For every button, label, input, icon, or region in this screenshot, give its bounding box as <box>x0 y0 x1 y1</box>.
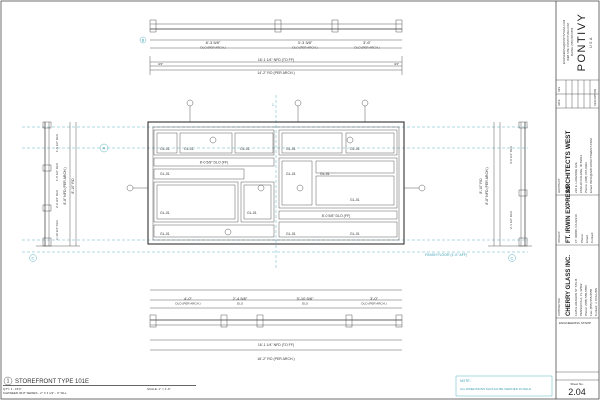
grid-top-mark: 1 <box>272 103 274 107</box>
top-overall-ro: 14'-2" RO (PER ARCH.) <box>257 71 294 75</box>
glass-tag: GL-01 <box>160 147 170 151</box>
top-plan-view: B 8'-3 5/8" DLO (PER ARCH.) 3'-3 3/8" DL… <box>139 19 403 75</box>
detail-scale: SCALE: 1" = 1'-0" <box>147 387 171 391</box>
top-dim-b: 3'-3 3/8" <box>298 40 313 45</box>
sheet-number: 2.04 <box>568 387 586 397</box>
contractor-address-2: PENSACOLA, FL 32502 <box>579 283 583 316</box>
top-overall-nfd: 16'-1 1/4" NFD (TO FF) <box>258 58 294 62</box>
note-label: NOTE: <box>460 379 471 383</box>
left-height-3: 2'-0 3/4" DLO <box>55 189 59 208</box>
right-height-1: 4'-0 1/4" DLO <box>509 145 513 164</box>
right-overall-ro: 8'-10" RO <box>479 178 483 193</box>
center-dlo-dim: 8'-0 5/8" DLO (FF) <box>200 161 229 165</box>
company-web: WEB SITE: PONTIVYUSA.COM <box>566 23 570 60</box>
project-name: FT. IRWIN EXPRESS <box>566 185 572 243</box>
left-section-view: 1'-5 1/2" DLO 1'-5 1/2" DLO 2'-0 3/4" DL… <box>36 121 80 247</box>
top-end-left: 3/4" <box>158 62 163 66</box>
project-email-label: Email: <box>585 234 589 243</box>
top-dim-b-note: DLO (PER ARCH.) <box>292 46 317 50</box>
bottom-dim-d: 3'-0" <box>370 296 379 301</box>
grid-bubble-a: A <box>103 146 106 151</box>
glass-tag: GL-01 <box>320 172 330 176</box>
bottom-dim-b: 2'-4 5/8" <box>233 296 248 301</box>
detail-title: 1 STOREFRONT TYPE 101E QTY: 1 - 15'4" KA… <box>3 376 196 395</box>
glass-tag: GL-01 <box>160 211 170 215</box>
right-overall-nfd: 8'-8" NFD (PER ARCH.) <box>485 167 489 204</box>
title-block: PONTIVY USA ENGINEERING@PONTIVYUSA.COM W… <box>556 13 599 397</box>
glass-tag: GL-01 <box>350 198 360 202</box>
top-dim-c-note: DLO (PER ARCH.) <box>354 46 379 50</box>
company-email: ENGINEERING@PONTIVYUSA.COM <box>562 20 566 64</box>
note-box: NOTE: ALL DIMENSIONS SHOULD BE VERIFIED … <box>455 375 553 397</box>
left-height-2: 1'-5 1/2" DLO <box>55 162 59 181</box>
finish-floor-label: FINISH FLOOR (1'-0" AFF) <box>425 253 467 257</box>
architect-address-1: 210 E. LAKESIDE AVE. <box>574 161 578 193</box>
glass-tag: GL-01 <box>350 232 360 236</box>
detail-series: KAWNEER 451T SERIES - 2" X 4 1/2" - 3" S… <box>3 391 67 395</box>
detail-qty: QTY: 1 - 15'4" <box>3 387 22 391</box>
left-height-1: 1'-5 1/2" DLO <box>55 133 59 152</box>
top-end-right: 3/4" <box>394 62 399 66</box>
engineering-stamp-label: ENGINEERING STAMP <box>559 321 591 325</box>
bottom-dim-a-note: DLO (PER ARCH.) <box>175 302 200 306</box>
bottom-dim-b-note: DLO <box>237 302 244 306</box>
contractor-fax: Fax: (555) 555-5555 <box>589 288 593 316</box>
glass-tag: GL-01 <box>286 147 296 151</box>
architect-email: Email: INFO@ARCHITECTSWEST.COM <box>589 138 593 193</box>
glass-tag: GL-01 <box>286 232 296 236</box>
date-header: DATE <box>558 99 561 106</box>
contractor-contact: Contact: J. COLLINS <box>594 288 598 316</box>
project-contact-label: Contact: <box>590 232 594 243</box>
bottom-dim-a: 4'-0" <box>184 296 193 301</box>
glass-tag: GL-01 <box>160 172 170 176</box>
architect-label: ARCHITECT: <box>558 178 561 193</box>
company-logo: PONTIVY <box>576 13 588 72</box>
bottom-dim-d-note: DLO (PER ARCH.) <box>361 302 386 306</box>
company-phone: PHONE: (555) 555-5555 <box>570 27 574 56</box>
grid-bubble-c-right: C <box>511 256 514 261</box>
contractor-label: CONTRACTOR: <box>558 297 561 316</box>
note-text: ALL DIMENSIONS SHOULD BE VERIFIED IN FIE… <box>460 387 532 391</box>
glass-tag: GL-01 <box>286 172 296 176</box>
architect-name: ARCHITECTS WEST <box>565 131 572 194</box>
project-phone-label: Phone: <box>580 233 584 243</box>
top-grid-bubble: B <box>142 38 145 43</box>
left-overall-nfd: 8'-8" NFD (PER ARCH.) <box>63 167 67 204</box>
top-dim-c: 3'-6" <box>363 40 372 45</box>
glass-tag: GL-01 <box>184 147 194 151</box>
contractor-phone: Phone: (555) 555-5555 <box>584 285 588 316</box>
sheet-no-label: Sheet No. <box>570 382 584 386</box>
contractor-address-1: 1325 E ARAGON ST STE B <box>574 279 578 316</box>
glass-tag: GL-01 <box>247 211 257 215</box>
bottom-plan-view: 4'-0" DLO (PER ARCH.) 2'-4 5/8" DLO 5'-1… <box>149 289 403 361</box>
elevation-view: A C C 1 <box>22 95 528 268</box>
project-address: FT. IRWIN, CA 92310 <box>574 214 578 243</box>
architect-address-2: COEUR D'ALENE, ID 83814 <box>579 155 583 193</box>
left-height-4: 1'-10 3/4" DLO <box>55 220 59 240</box>
right-section-view: 4'-0 1/4" DLO 2'-1 1/2" DLO 8'-8" NFD (P… <box>479 121 532 247</box>
grid-bubble-c-left: C <box>32 256 35 261</box>
project-label: PROJECT: <box>558 231 561 243</box>
top-dim-a: 8'-3 5/8" <box>206 40 221 45</box>
contractor-name: CHERRY GLASS INC. <box>566 255 572 316</box>
glass-tag: GL-01 <box>160 232 170 236</box>
company-logo-sub: USA <box>589 36 593 48</box>
bottom-dim-c-note: DLO <box>302 302 309 306</box>
bottom-dim-c: 5'-10 5/8" <box>297 296 314 301</box>
bottom-overall-nfd: 16'-1 1/4" NFD (TO FF) <box>258 343 294 347</box>
architect-phone: Phone: (208) 667-9402 <box>584 162 588 193</box>
rev-header: REV <box>558 87 561 92</box>
bottom-overall-ro: 16'-2" RO (PER ARCH.) <box>257 357 294 361</box>
glass-tag: GL-01 <box>350 147 360 151</box>
center-dlo-dim-lower: 8'-0 5/8" DLO (FF) <box>322 214 351 218</box>
right-height-2: 2'-1 1/2" DLO <box>509 210 513 229</box>
desc-header: DESCRIPTION <box>594 89 597 106</box>
top-dim-a-note: DLO (PER ARCH.) <box>200 46 225 50</box>
detail-number: 1 <box>7 379 10 385</box>
left-overall-ro: 8'-10" RO <box>71 178 75 193</box>
glass-tag: GL-01 <box>240 147 250 151</box>
detail-title-text: STOREFRONT TYPE 101E <box>15 379 89 385</box>
